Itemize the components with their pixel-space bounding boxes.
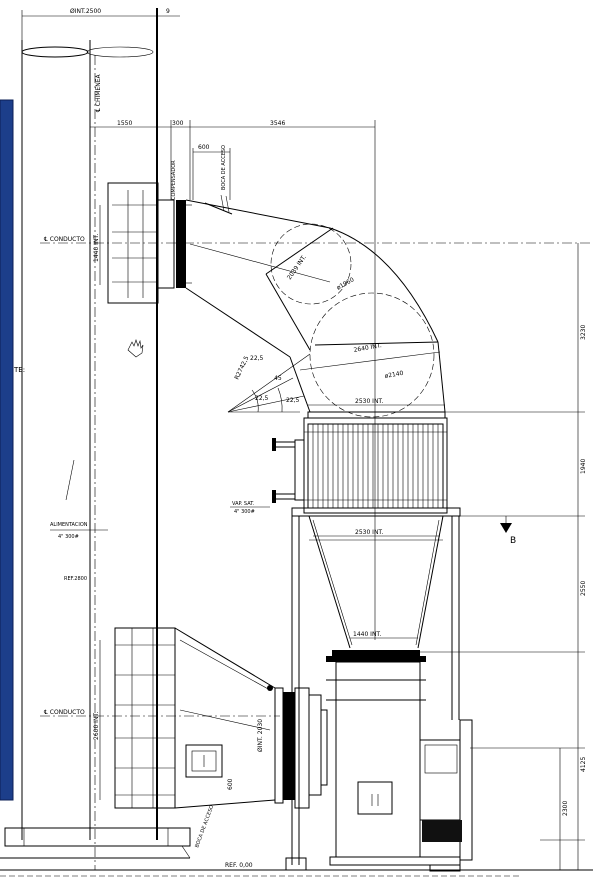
section-arrow: [500, 523, 512, 533]
dim-angle-4: 22,5: [286, 397, 300, 404]
dim-600-low: 600: [227, 778, 234, 790]
side-panel-label: TE:: [13, 366, 25, 374]
label-vapor-out: VAP. SAT.: [232, 501, 255, 507]
label-vapor-size: 4" 300#: [234, 509, 255, 515]
dim-top-gap: 9: [166, 8, 170, 15]
upper-duct: COMPENSADOR ℄ CONDUCTO 1440 INT. BOCA DE…: [40, 145, 593, 358]
ref-level: REF. 0,00: [225, 862, 253, 869]
dim-dia-2140: ø2140: [384, 370, 404, 380]
dim-1550: 1550: [117, 120, 132, 127]
top-dimensions: 1550 300 3546 600: [90, 120, 376, 640]
hand-icon: [127, 339, 144, 358]
section-marker-b: B: [510, 536, 516, 546]
dim-right-3230: 3230: [580, 325, 587, 340]
dim-right-2550: 2550: [580, 581, 587, 596]
label-duct-cl-bottom: ℄ CONDUCTO: [44, 709, 85, 716]
dim-right-1940: 1940: [580, 459, 587, 474]
dim-3546: 3546: [270, 120, 285, 127]
label-expansion-joint: COMPENSADOR: [171, 160, 177, 200]
dim-top-width: ØINT.2500: [70, 8, 101, 15]
label-supply-size: 4" 300#: [58, 534, 79, 540]
side-panel: [0, 99, 14, 801]
dim-dia-2640: 2640 INT.: [353, 342, 382, 354]
ground: REF. 0,00: [0, 862, 593, 877]
label-ref-2800: REF.2800: [64, 576, 87, 582]
right-dimensions: 3230 1940 2550 4125 2300 B: [420, 243, 587, 870]
dim-angle-2: 45: [274, 375, 282, 382]
label-chimney-cl: ℄ CHIMENEA: [95, 74, 102, 112]
dim-2530-top: 2530 INT.: [355, 398, 383, 405]
dim-right-4125: 4125: [580, 757, 587, 772]
dim-1440-bottom: 1440 INT.: [353, 631, 381, 638]
label-inspection-top: BOCA DE ACCESO: [221, 145, 227, 190]
dim-angle-1: 22,5: [250, 355, 264, 362]
dim-duct-height: 1440 INT.: [93, 234, 100, 262]
label-supply: ALIMENTACION: [50, 522, 88, 528]
dim-2030: ØINT. 2030: [257, 719, 264, 752]
dim-angle-3: 22,5: [255, 395, 269, 402]
dim-2600: 2600 INT.: [93, 712, 100, 740]
elbow: 2039 INT. ø1960 2640 INT. ø2140 R2742,5 …: [227, 223, 446, 418]
chimney: ØINT.2500 9 ℄ CHIMENEA REF.2800: [0, 8, 191, 870]
dim-dia-1960: ø1960: [336, 276, 356, 292]
dim-600: 600: [198, 144, 210, 151]
fan-unit: [326, 650, 473, 872]
dim-right-2300: 2300: [562, 801, 569, 816]
heat-exchanger: 2530 INT. VAP. SAT. 4" 300#: [230, 398, 448, 515]
lower-duct: 2600 INT. ℄ CONDUCTO ØINT. 2030 600 BOCA…: [40, 522, 328, 849]
dim-radius: R2742,5: [233, 355, 250, 381]
hopper: 2530 INT. 1440 INT.: [285, 507, 461, 871]
dim-2530-bottom: 2530 INT.: [355, 529, 383, 536]
label-inspection-bottom: BOCA DE ACCESO: [194, 804, 215, 848]
dim-300: 300: [172, 120, 184, 127]
label-duct-cl-top: ℄ CONDUCTO: [44, 236, 85, 243]
